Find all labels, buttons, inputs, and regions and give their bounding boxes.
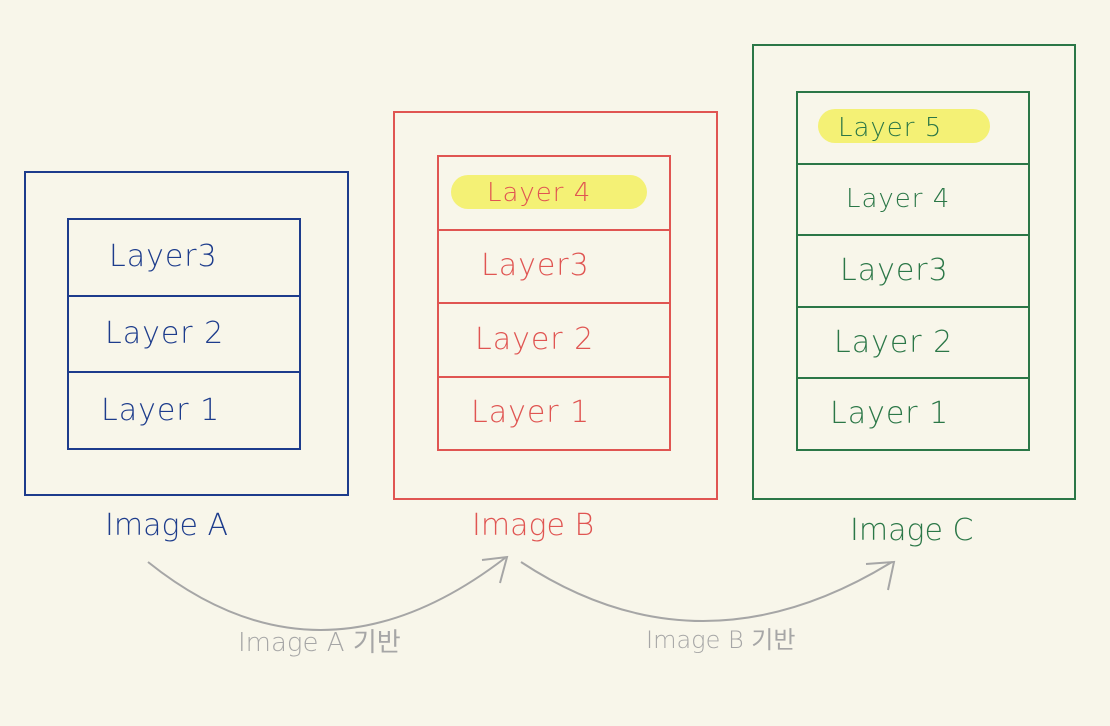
image-b-layer-row: Layer 2	[439, 302, 669, 376]
arrow-a-to-b	[147, 557, 506, 631]
arrow-label-a: Image A 기반	[238, 628, 401, 658]
arrowhead-a-to-b	[481, 555, 509, 584]
image-c-layer-row: Layer 4	[798, 162, 1028, 235]
image-c-highlight	[818, 109, 990, 143]
image-a-box	[24, 171, 349, 496]
image-a-layer-row: Layer3	[69, 220, 299, 295]
arrow-b-to-c	[520, 561, 893, 622]
image-b-layer-row: Layer 4	[439, 157, 669, 229]
image-c-layer-row: Layer 1	[798, 377, 1028, 449]
image-c-layer-row: Layer 2	[798, 305, 1028, 378]
image-c-layer-stack: Layer 5 Layer 4 Layer3 Layer 2 Layer 1	[796, 91, 1030, 451]
image-c-label: Image C	[850, 513, 974, 548]
image-a-layer-stack: Layer3 Layer 2 Layer 1	[67, 218, 301, 450]
image-b-layer-label: Layer 1	[471, 395, 591, 431]
image-b-label: Image B	[472, 508, 595, 543]
image-a-layer-row: Layer 1	[69, 371, 299, 448]
image-a-layer-label: Layer3	[109, 239, 218, 275]
image-a-layer-label: Layer 2	[105, 316, 225, 351]
image-a-layer-label: Layer 1	[101, 392, 221, 428]
image-c-box	[752, 44, 1076, 500]
image-c-layer-row: Layer3	[798, 234, 1028, 306]
arrowhead-b-to-c	[865, 560, 896, 591]
image-c-layer-label: Layer3	[840, 252, 949, 288]
image-b-layer-label: Layer 2	[475, 321, 595, 357]
image-c-layer-label: Layer 2	[834, 324, 954, 360]
image-b-layer-row: Layer3	[439, 228, 669, 303]
image-c-layer-row: Layer 5	[798, 93, 1028, 163]
image-c-layer-label: Layer 5	[838, 112, 943, 143]
image-a-label: Image A	[105, 508, 228, 543]
image-b-highlight	[451, 175, 647, 209]
image-b-layer-label: Layer 4	[487, 177, 592, 208]
image-a-layer-row: Layer 2	[69, 294, 299, 372]
image-c-layer-label: Layer 1	[830, 396, 950, 432]
arrow-label-b: Image B 기반	[646, 626, 796, 654]
image-b-box	[393, 111, 718, 500]
image-b-layer-label: Layer3	[481, 248, 590, 284]
image-b-layer-stack: Layer 4 Layer3 Layer 2 Layer 1	[437, 155, 671, 451]
image-b-layer-row: Layer 1	[439, 375, 669, 450]
image-c-layer-label: Layer 4	[846, 184, 951, 215]
